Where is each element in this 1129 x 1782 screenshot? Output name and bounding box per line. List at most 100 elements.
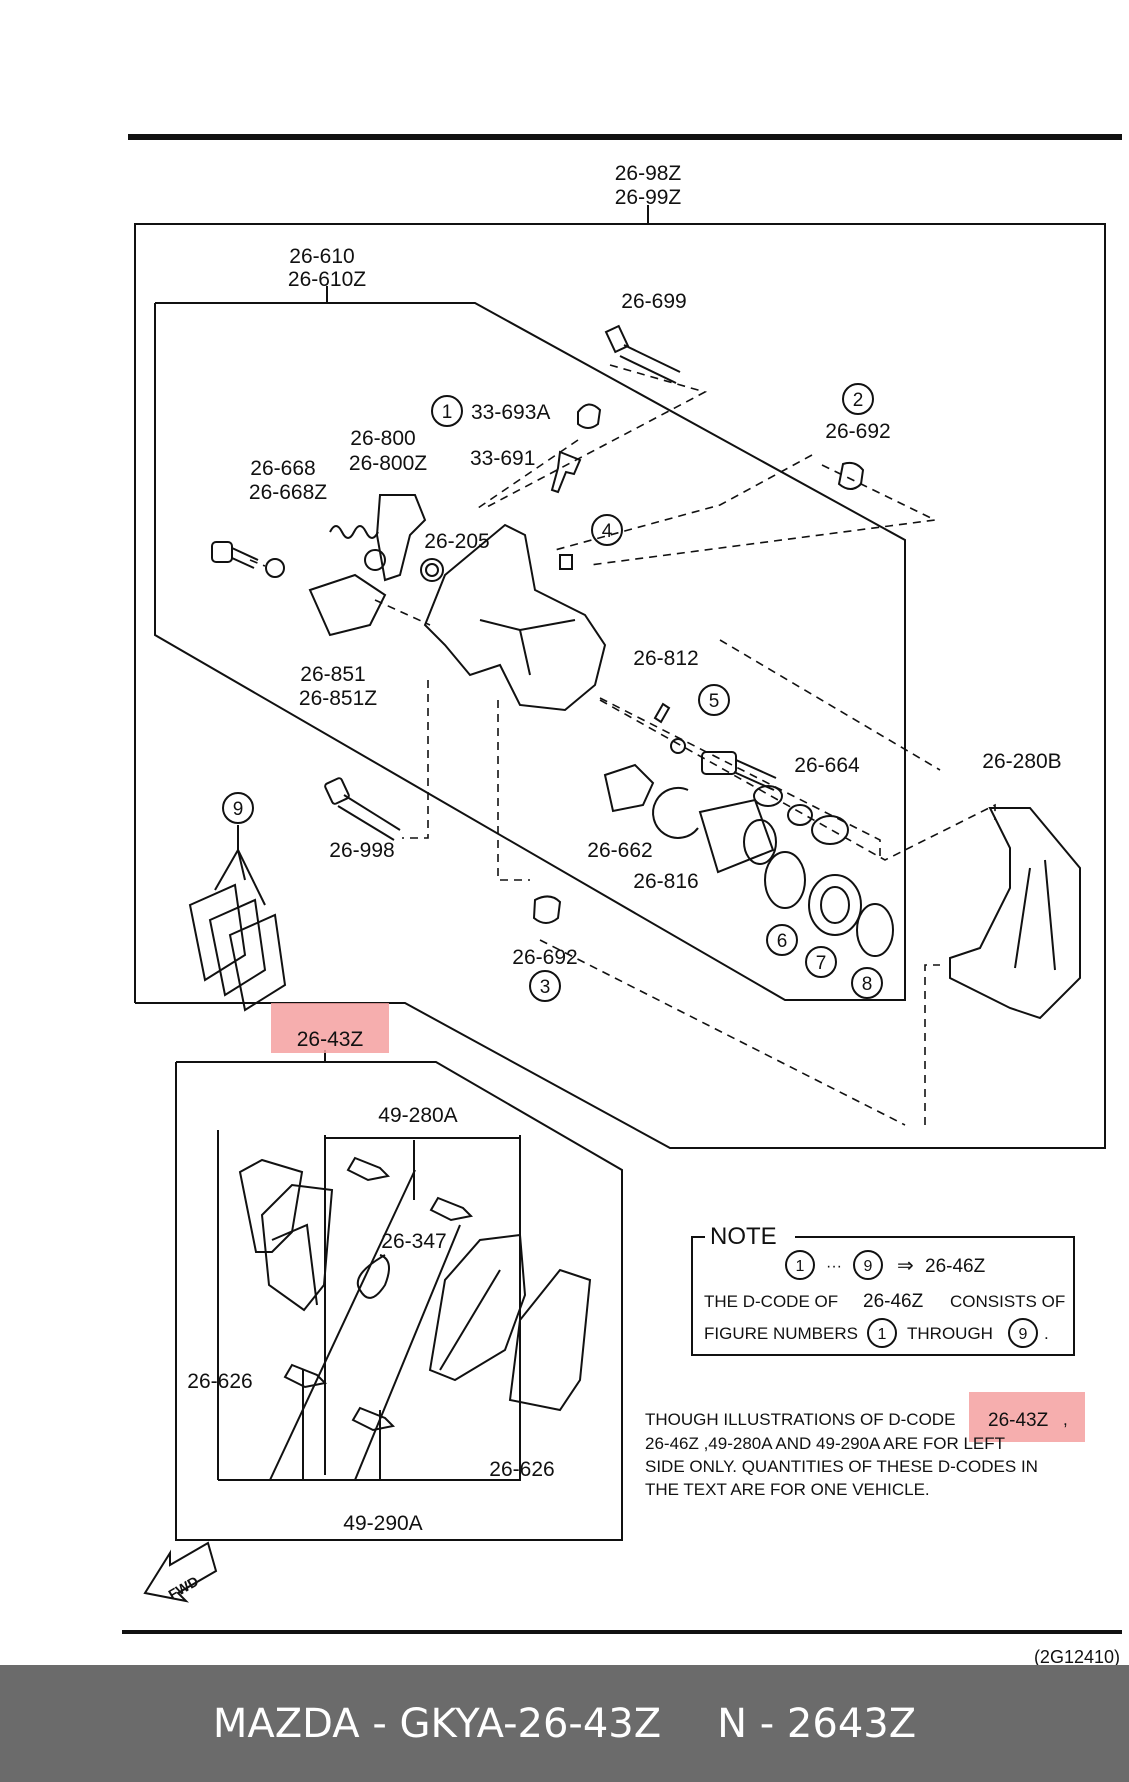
bleeder-cap [577, 403, 602, 429]
pad-left [260, 1183, 334, 1312]
note-range-end: 9 [864, 1258, 873, 1275]
bolt-bottom [324, 777, 401, 841]
note-line3-pre: FIGURE NUMBERS [704, 1324, 858, 1343]
label-bleeder-cap: 33-693A [471, 401, 550, 424]
clip-bottom-1 [283, 1363, 328, 1389]
label-code: (2G12410) [1034, 1647, 1120, 1665]
note-line3-mid: THROUGH [907, 1324, 993, 1343]
label-pad-kit: 26-43Z [297, 1028, 364, 1051]
label-lever-1: 26-800 [350, 427, 415, 450]
note-line3-b: 9 [1019, 1326, 1028, 1343]
label-shim-kit-bottom: 49-290A [343, 1512, 422, 1535]
dust-boot [808, 874, 862, 936]
highlight-26-43z [271, 1003, 389, 1053]
footer-bar: MAZDA - GKYA-26-43Z N - 2643Z [0, 1665, 1129, 1782]
label-bleeder: 33-691 [470, 447, 535, 470]
bolt-top [604, 324, 681, 384]
spring-clip [356, 1254, 390, 1299]
callout-4: 4 [602, 521, 613, 542]
label-mount: 26-280B [982, 750, 1061, 773]
callout-1: 1 [442, 402, 453, 423]
label-boot-bottom: 26-692 [512, 946, 577, 969]
bolt-left [211, 541, 285, 578]
label-top-1: 26-98Z [615, 162, 682, 185]
label-bracket-1: 26-851 [300, 663, 365, 686]
piston-seal [764, 851, 806, 909]
disclaimer-line1-post: , [1063, 1410, 1068, 1429]
label-shim-right: 26-626 [489, 1458, 554, 1481]
callout-6: 6 [777, 931, 788, 952]
note-range-start: 1 [796, 1258, 805, 1275]
label-connector: 26-662 [587, 839, 652, 862]
note-line2-post: CONSISTS OF [950, 1292, 1065, 1311]
callout-3: 3 [540, 977, 551, 998]
mount-bracket [949, 807, 1081, 1020]
note-line3-a: 1 [878, 1326, 887, 1343]
disclaimer-line1-pre: THOUGH ILLUSTRATIONS OF D-CODE [645, 1410, 955, 1429]
pad-right [428, 1233, 527, 1382]
label-top-2: 26-99Z [615, 186, 682, 209]
label-snap-ring: 26-816 [633, 870, 698, 893]
label-spindle-kit: 26-664 [794, 754, 860, 777]
bleeder-screw [550, 450, 582, 494]
clip-top-2 [429, 1196, 474, 1222]
clip-top-1 [346, 1156, 391, 1182]
callout-8: 8 [862, 974, 873, 995]
piston [698, 798, 775, 874]
boot-top [837, 461, 865, 490]
disclaimer-line4: THE TEXT ARE FOR ONE VEHICLE. [645, 1480, 930, 1499]
label-boot-top: 26-692 [825, 420, 890, 443]
label-caliper-2: 26-610Z [288, 268, 366, 291]
spring [329, 525, 379, 539]
label-bolt-bottom: 26-998 [329, 839, 394, 862]
label-spring-2: 26-668Z [249, 481, 327, 504]
callout-5: 5 [709, 691, 720, 712]
bracket [308, 573, 387, 637]
seal-small [420, 558, 444, 582]
callout-7: 7 [816, 953, 827, 974]
highlight-disclaimer-code [969, 1392, 1085, 1442]
label-clip: 26-347 [381, 1230, 446, 1253]
outer-assembly-frame [134, 223, 1106, 1149]
disclaimer-line2: 26-46Z ,49-280A AND 49-290A ARE FOR LEFT [645, 1434, 1005, 1453]
caliper-body [423, 523, 607, 712]
pin [653, 702, 671, 724]
disclaimer-line1-code: 26-43Z [988, 1410, 1049, 1431]
note-box [691, 1236, 1075, 1356]
disclaimer-line3: SIDE ONLY. QUANTITIES OF THESE D-CODES I… [645, 1457, 1038, 1476]
note-line3-end: . [1044, 1324, 1049, 1343]
spindle [701, 751, 849, 845]
note-target: 26-46Z [925, 1256, 986, 1277]
footer-ref: N - 2643Z [717, 1700, 917, 1747]
boot-bottom [532, 895, 562, 924]
label-shim-left: 26-626 [187, 1370, 252, 1393]
label-lever-2: 26-800Z [349, 452, 427, 475]
clip-bottom-2 [351, 1406, 396, 1432]
note-title: NOTE [710, 1223, 777, 1250]
o-ring [670, 738, 686, 754]
label-bracket-2: 26-851Z [299, 687, 377, 710]
label-shim-kit-top: 49-280A [378, 1104, 457, 1127]
label-seal-small: 26-205 [424, 530, 489, 553]
caliper-frame [154, 302, 906, 1001]
pad-kit-frame [175, 1061, 623, 1541]
label-pin: 26-812 [633, 647, 698, 670]
connector [603, 763, 655, 813]
fwd-arrow [143, 1541, 218, 1603]
note-arrow: ⇒ [897, 1255, 914, 1277]
note-ellipsis: ··· [826, 1258, 842, 1275]
callout-2: 2 [853, 390, 864, 411]
lever [375, 494, 427, 582]
bushing [559, 554, 573, 570]
note-line2-pre: THE D-CODE OF [704, 1292, 838, 1311]
label-bolt-top: 26-699 [621, 290, 686, 313]
shim-right [508, 1268, 592, 1412]
footer-part-number: MAZDA - GKYA-26-43Z [212, 1700, 662, 1747]
brake-pads-set [188, 883, 287, 1012]
snap-ring [652, 787, 699, 839]
label-spring-1: 26-668 [250, 457, 315, 480]
note-line2-code: 26-46Z [863, 1291, 924, 1312]
label-caliper-1: 26-610 [289, 245, 354, 268]
o-ring-large [856, 903, 894, 957]
callout-9: 9 [233, 799, 244, 820]
